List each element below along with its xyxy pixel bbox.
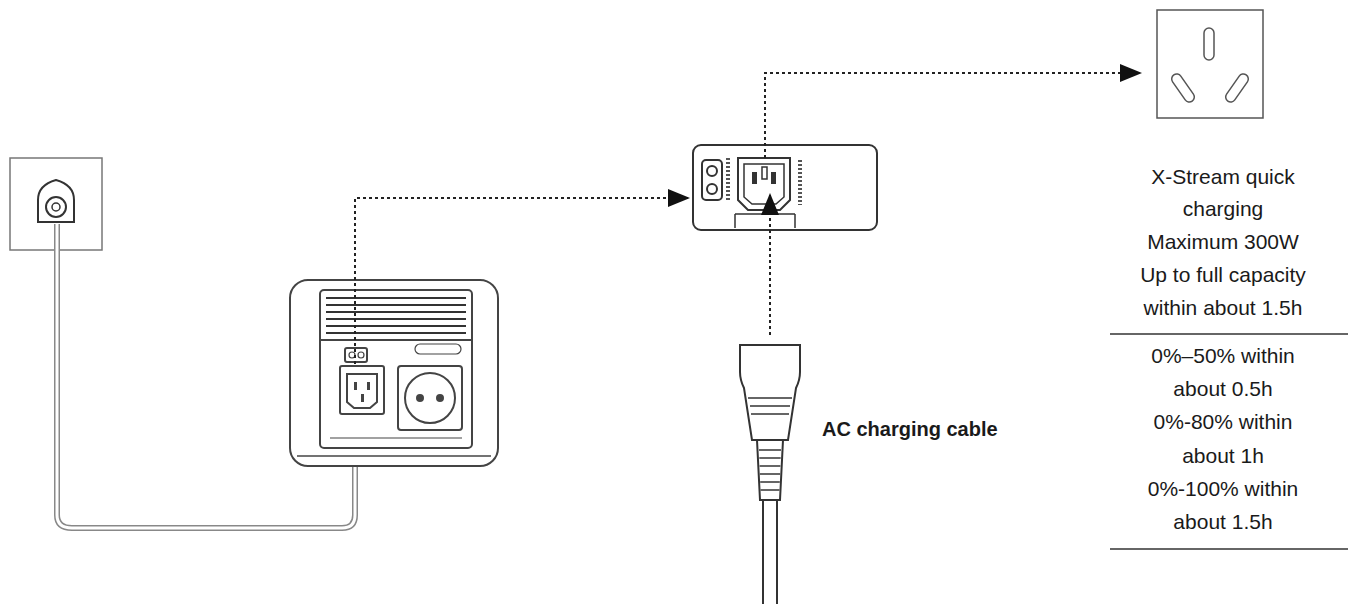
- input-panel-inset: [693, 145, 877, 230]
- spec-text: charging: [1183, 196, 1264, 221]
- rule-line: [1110, 548, 1348, 550]
- spec-text: Up to full capacity: [1140, 262, 1306, 287]
- dotted-arrow: [765, 73, 1140, 158]
- spec-text: Maximum 300W: [1147, 229, 1299, 254]
- rule-line: [1110, 333, 1348, 335]
- ac-plug: [740, 345, 800, 604]
- spec-text: about 0.5h: [1173, 376, 1272, 401]
- spec-text: 0%-80% within: [1154, 409, 1293, 434]
- spec-text: 0%-100% within: [1148, 476, 1299, 501]
- spec-text: 0%–50% within: [1151, 343, 1295, 368]
- part-label: AC charging cable: [822, 417, 998, 441]
- dotted-arrow: [769, 195, 771, 335]
- spec-text: within about 1.5h: [1144, 295, 1303, 320]
- spec-text: about 1.5h: [1173, 509, 1272, 534]
- spec-text: X-Stream quick: [1151, 164, 1295, 189]
- power-station: [290, 280, 498, 466]
- spec-text: about 1h: [1182, 443, 1264, 468]
- dotted-arrow: [355, 198, 688, 364]
- wall-outlet: [1157, 10, 1263, 118]
